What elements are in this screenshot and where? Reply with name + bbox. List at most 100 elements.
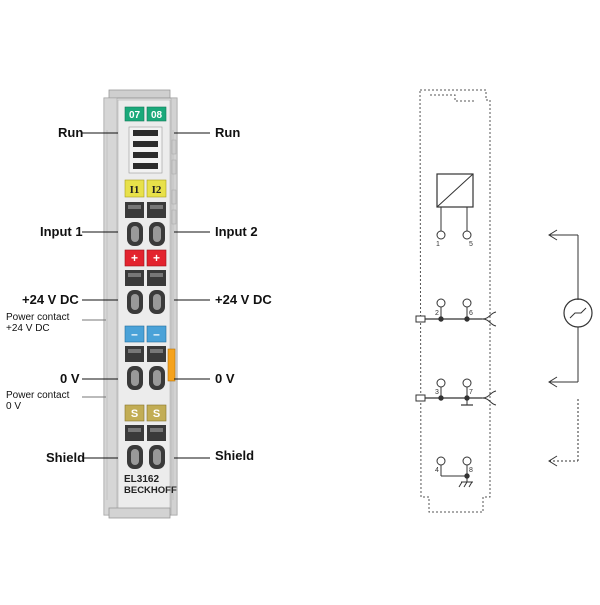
callout-labels: Run Run Input 1 Input 2 +24 V DC +24 V D… bbox=[6, 125, 272, 465]
pin-label-5: 5 bbox=[469, 241, 473, 248]
bus-0v-left-contact bbox=[415, 394, 426, 402]
wire-entry-hole bbox=[131, 294, 139, 310]
schematic-outline bbox=[419, 89, 491, 513]
left-rail bbox=[103, 97, 118, 516]
label-power-contact-0-line1: Power contact bbox=[6, 390, 70, 401]
release-slot-highlight bbox=[128, 205, 141, 209]
run-led-1 bbox=[124, 106, 145, 122]
converter-symbol bbox=[436, 173, 474, 208]
release-slot-highlight bbox=[150, 205, 163, 209]
converter-diagonal bbox=[436, 173, 474, 208]
release-slot-highlight bbox=[150, 273, 163, 277]
plus-tag-2 bbox=[146, 249, 167, 267]
schematic bbox=[415, 89, 593, 513]
pin-label-3: 3 bbox=[435, 389, 439, 396]
shield-tag-2 bbox=[146, 404, 167, 422]
minus-tag-2-label: – bbox=[153, 327, 160, 341]
terminal-7 bbox=[462, 378, 472, 388]
wire-entry-hole bbox=[153, 294, 161, 310]
plus-tag-1 bbox=[124, 249, 145, 267]
bus-0v-right-hook bbox=[481, 390, 497, 399]
bus-0v-right-hook-lower bbox=[481, 397, 497, 406]
bus-24v-right-hook bbox=[481, 311, 497, 320]
release-slot-highlight bbox=[128, 273, 141, 277]
terminal-6 bbox=[462, 298, 472, 308]
input-2-tag-label: I2 bbox=[152, 184, 162, 196]
brand-label: BECKHOFF bbox=[124, 485, 177, 496]
right-rail-slots bbox=[171, 139, 177, 225]
release-slot bbox=[125, 346, 144, 362]
pin-label-6: 6 bbox=[469, 310, 473, 317]
label-run-right: Run bbox=[215, 125, 240, 140]
right-rail bbox=[170, 97, 178, 516]
shield-arrow bbox=[548, 455, 558, 467]
frame-ground-tick bbox=[468, 481, 473, 488]
model-label: EL3162 bbox=[124, 474, 159, 485]
connector-row-shield bbox=[125, 425, 166, 469]
input-2-tag bbox=[146, 179, 167, 198]
terminal-8 bbox=[462, 456, 472, 466]
node-0v-a bbox=[438, 395, 444, 401]
terminal-1 bbox=[436, 230, 446, 240]
release-slot bbox=[147, 202, 166, 218]
label-shield-left: Shield bbox=[46, 450, 85, 465]
shield-tag-1-label: S bbox=[131, 408, 138, 420]
bus-24v-left-contact bbox=[415, 315, 426, 323]
release-slot-highlight bbox=[128, 428, 141, 432]
pin-label-8: 8 bbox=[469, 467, 473, 474]
label-24v-right: +24 V DC bbox=[215, 292, 272, 307]
terminal-5 bbox=[462, 230, 472, 240]
release-slot bbox=[125, 202, 144, 218]
label-shield-right: Shield bbox=[215, 448, 254, 463]
terminal-module: 07 08 I1 I2 bbox=[103, 89, 178, 519]
wire-entry-hole bbox=[131, 449, 139, 465]
label-0v-left: 0 V bbox=[60, 371, 80, 386]
wire-entry-hole bbox=[153, 449, 161, 465]
release-slot-highlight bbox=[150, 349, 163, 353]
ext-arrow-bottom bbox=[548, 376, 558, 388]
pin-label-7: 7 bbox=[469, 389, 473, 396]
plus-tag-2-label: + bbox=[153, 251, 160, 265]
wire-entry-hole bbox=[131, 226, 139, 242]
bus-24v-right-hook-lower bbox=[481, 318, 497, 327]
ext-arrow-top bbox=[548, 229, 558, 241]
label-input1: Input 1 bbox=[40, 224, 83, 239]
plus-tag-1-label: + bbox=[131, 251, 138, 265]
wire-entry-hole bbox=[131, 370, 139, 386]
release-slot bbox=[147, 425, 166, 441]
pin-label-4: 4 bbox=[435, 467, 439, 474]
power-contact-orange bbox=[167, 348, 176, 382]
wire-entry-hole bbox=[153, 370, 161, 386]
release-slot bbox=[125, 425, 144, 441]
pin-label-2: 2 bbox=[435, 310, 439, 317]
wire-entry-hole bbox=[153, 226, 161, 242]
node-24v-b bbox=[464, 316, 470, 322]
release-slot-highlight bbox=[150, 428, 163, 432]
minus-tag-1-label: – bbox=[131, 327, 138, 341]
label-power-contact-24-line2: +24 V DC bbox=[6, 323, 50, 334]
current-source-slope bbox=[569, 307, 587, 319]
label-0v-right: 0 V bbox=[215, 371, 235, 386]
run-led-1-label: 07 bbox=[129, 110, 141, 121]
connector-row-24v bbox=[125, 270, 166, 314]
led-window-slots bbox=[133, 130, 158, 169]
terminal-2 bbox=[436, 298, 446, 308]
minus-tag-2 bbox=[146, 325, 167, 343]
leader-lines bbox=[82, 132, 210, 459]
terminal-4 bbox=[436, 456, 446, 466]
release-slot bbox=[147, 346, 166, 362]
release-slot bbox=[125, 270, 144, 286]
shield-tag-1 bbox=[124, 404, 145, 422]
node-shield bbox=[464, 473, 470, 479]
pin-label-1: 1 bbox=[436, 241, 440, 248]
bottom-clip bbox=[108, 507, 171, 519]
label-power-contact-0-line2: 0 V bbox=[6, 401, 21, 412]
label-power-contact-24-line1: Power contact bbox=[6, 312, 70, 323]
label-input2: Input 2 bbox=[215, 224, 258, 239]
schematic-pin-numbers: 1 5 2 6 3 7 4 8 bbox=[435, 241, 473, 474]
connector-row-input bbox=[125, 202, 166, 246]
label-24v-left: +24 V DC bbox=[22, 292, 79, 307]
node-24v-a bbox=[438, 316, 444, 322]
